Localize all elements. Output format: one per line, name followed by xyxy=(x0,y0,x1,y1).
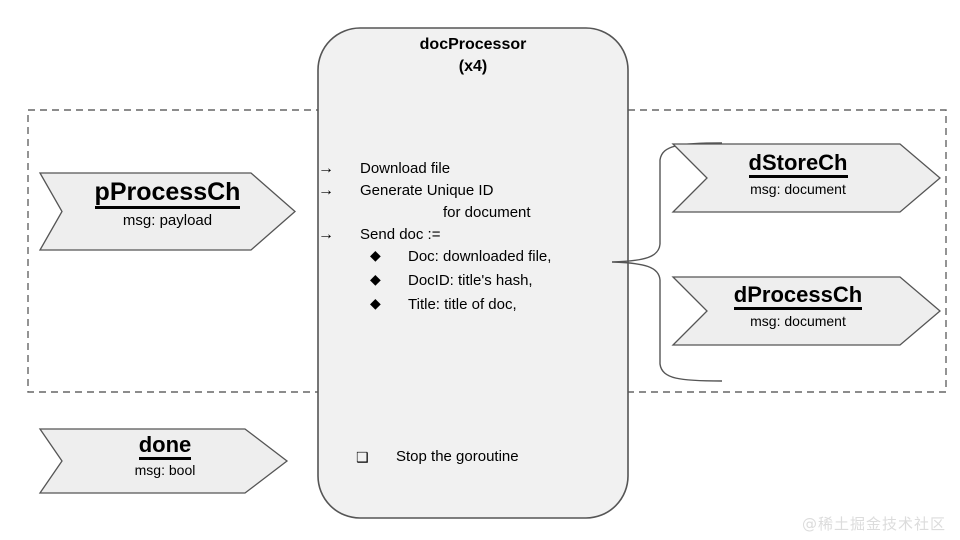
process-step: → Download file xyxy=(318,160,628,182)
process-step-label: Generate Unique ID xyxy=(360,182,494,199)
channel-msg-type: msg: document xyxy=(750,181,846,197)
channel-shape-pprocessch[interactable] xyxy=(38,172,296,251)
channel-label-pprocessch: pProcessCh msg: payload xyxy=(40,178,295,230)
process-sub-item: ◆ Doc: downloaded file, xyxy=(318,247,628,272)
process-stop-label: Stop the goroutine xyxy=(396,448,519,465)
channel-label-dprocessch: dProcessCh msg: document xyxy=(673,282,923,330)
process-stop-item: ❑ Stop the goroutine xyxy=(318,448,628,472)
process-step-list: → Download file → Generate Unique ID for… xyxy=(318,160,628,320)
process-step-label: for document xyxy=(443,204,531,221)
arrow-right-icon: → xyxy=(318,226,334,243)
doc-processor-title-text: docProcessor xyxy=(419,36,527,53)
square-bullet-icon: ❑ xyxy=(356,449,369,465)
channel-name: done xyxy=(138,432,192,460)
channel-msg-type: msg: document xyxy=(750,313,846,329)
process-step-label: Download file xyxy=(360,160,451,177)
channel-name: dProcessCh xyxy=(733,282,863,310)
diamond-bullet-icon: ◆ xyxy=(370,295,381,311)
channel-shape-done[interactable] xyxy=(38,428,289,494)
watermark: @稀土掘金技术社区 xyxy=(801,515,946,533)
channel-name: dStoreCh xyxy=(748,150,848,178)
diamond-bullet-icon: ◆ xyxy=(370,271,381,287)
channel-shape-dstorech[interactable] xyxy=(671,143,942,213)
process-step-continuation: for document xyxy=(318,204,628,226)
channel-label-done: done msg: bool xyxy=(40,432,290,479)
process-step: → Send doc := xyxy=(318,226,628,248)
channel-shape-dprocessch[interactable] xyxy=(671,276,942,346)
diamond-bullet-icon: ◆ xyxy=(370,247,381,263)
channel-label-dstorech: dStoreCh msg: document xyxy=(673,150,923,198)
process-sub-item: ◆ Title: title of doc, xyxy=(318,295,628,320)
process-step: → Generate Unique ID xyxy=(318,182,628,204)
arrow-right-icon: → xyxy=(318,160,334,177)
process-step-label: Send doc := xyxy=(360,226,441,243)
process-sub-item-label: DocID: title's hash, xyxy=(408,272,533,289)
channel-msg-type: msg: payload xyxy=(122,212,213,229)
doc-processor-multiplicity: (x4) xyxy=(458,58,488,75)
process-sub-item-label: Title: title of doc, xyxy=(408,296,517,313)
doc-processor-title: docProcessor (x4) xyxy=(318,34,628,78)
process-sub-item: ◆ DocID: title's hash, xyxy=(318,271,628,296)
brace-connector xyxy=(611,142,723,382)
arrow-right-icon: → xyxy=(318,182,334,199)
channel-name: pProcessCh xyxy=(94,178,241,209)
channel-msg-type: msg: bool xyxy=(134,462,196,478)
process-sub-item-label: Doc: downloaded file, xyxy=(408,248,552,265)
doc-processor-box[interactable] xyxy=(317,27,629,519)
